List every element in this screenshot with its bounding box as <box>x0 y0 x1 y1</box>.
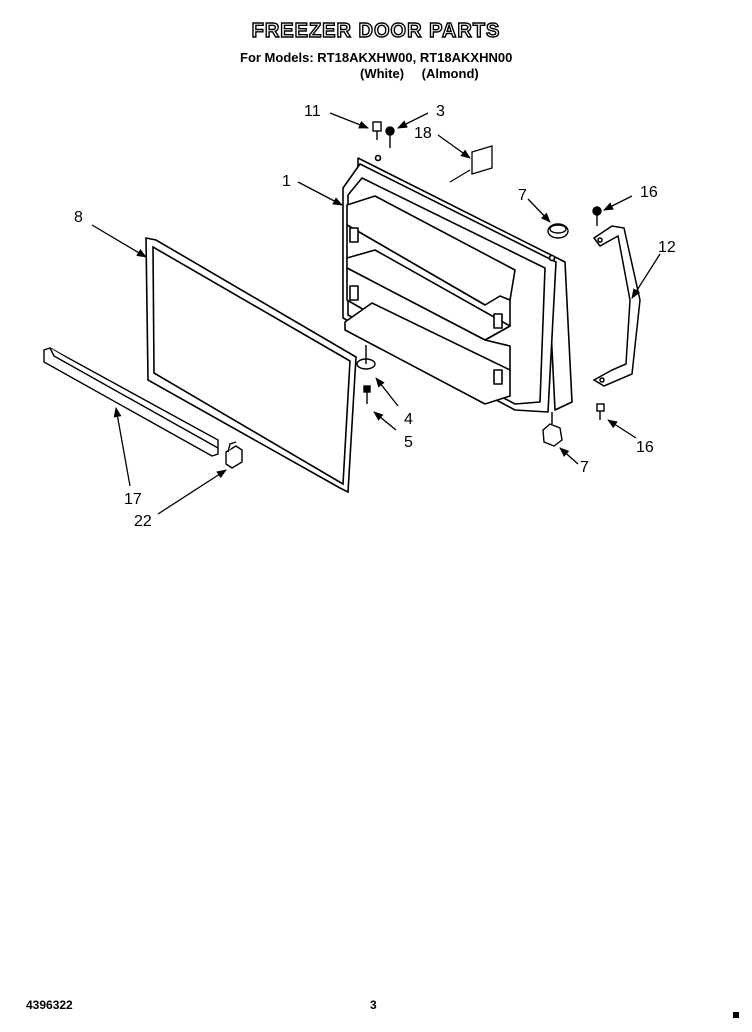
callout-1: 1 <box>282 173 291 190</box>
leader-lines <box>91 112 661 515</box>
variant-white: (White) <box>360 66 405 81</box>
handle-screw-top <box>592 206 602 226</box>
hinge-pin-4 <box>356 345 376 370</box>
door-liner <box>342 154 573 413</box>
page-number: 3 <box>370 998 377 1012</box>
screw-5 <box>363 385 371 404</box>
handle-screw-bottom <box>596 403 605 420</box>
callout-16-bottom: 16 <box>636 439 654 456</box>
document-number: 4396322 <box>26 998 73 1012</box>
models-line: For Models: RT18AKXHW00, RT18AKXHN00 <box>240 50 513 65</box>
callout-4: 4 <box>404 411 413 428</box>
callout-5: 5 <box>404 434 413 451</box>
trim-end-cap <box>225 441 243 469</box>
callout-labels: 11 3 18 1 7 16 8 12 4 5 16 7 17 22 <box>74 103 676 530</box>
page-title: FREEZER DOOR PARTS <box>251 19 501 42</box>
callout-3: 3 <box>436 103 445 120</box>
callout-8: 8 <box>74 209 83 226</box>
model-variants: (White) (Almond) <box>360 66 493 81</box>
variant-almond: (Almond) <box>421 66 479 81</box>
callout-12: 12 <box>658 239 676 256</box>
callout-16-top: 16 <box>640 184 658 201</box>
callout-17: 17 <box>124 491 142 508</box>
callout-22: 22 <box>134 513 152 530</box>
door-trim-strip <box>43 347 219 457</box>
callout-18: 18 <box>414 125 432 142</box>
bushing-bottom <box>542 412 563 447</box>
screw-3 <box>385 126 395 148</box>
screw-11 <box>372 121 382 140</box>
callout-7-top: 7 <box>518 187 527 204</box>
door-handle <box>592 225 641 387</box>
callout-7-bottom: 7 <box>580 459 589 476</box>
callout-11: 11 <box>304 103 321 120</box>
corner-mark <box>733 1012 739 1018</box>
door-gasket <box>145 237 357 494</box>
plug-button-top <box>547 223 569 239</box>
label-18 <box>471 145 493 175</box>
